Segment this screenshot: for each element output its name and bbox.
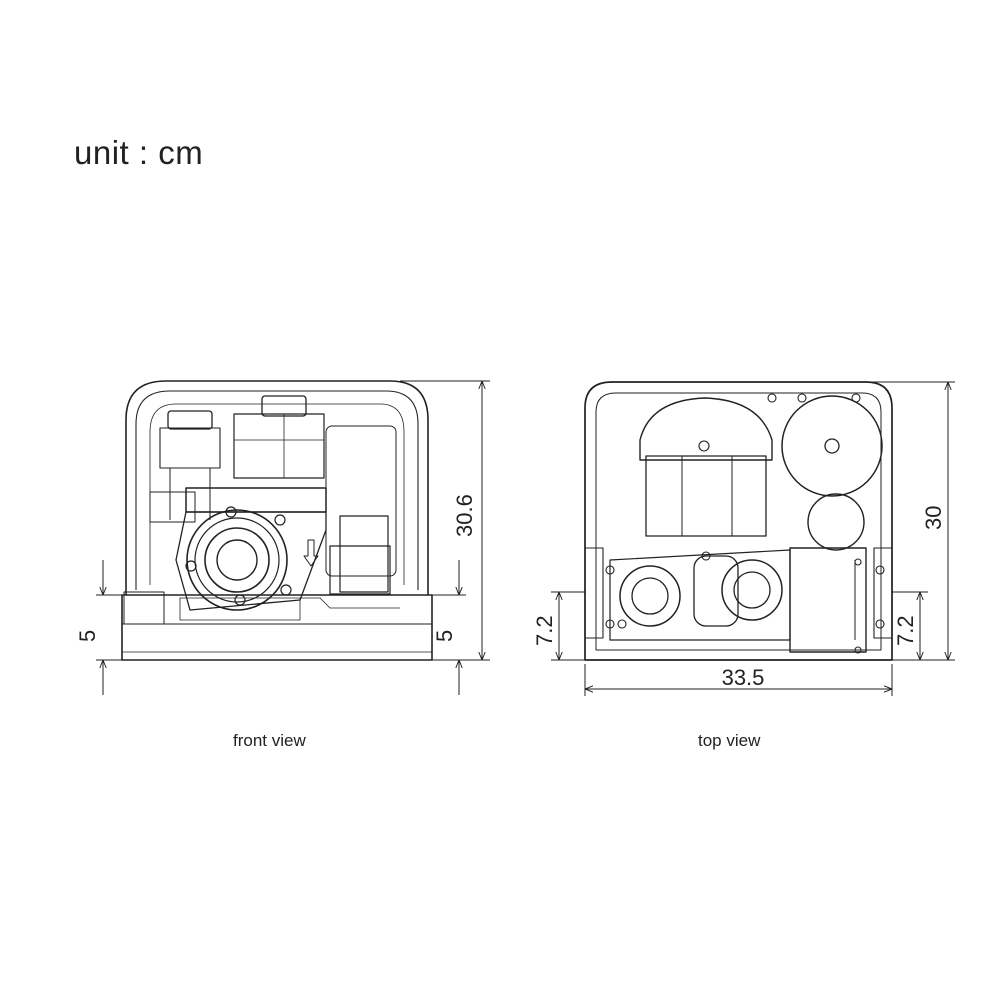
unit-label: unit : cm	[74, 134, 204, 171]
front-view-caption: front view	[233, 731, 306, 750]
top-view-caption: top view	[698, 731, 761, 750]
front-view-drawing	[121, 380, 433, 661]
front-base	[121, 594, 433, 661]
front-cover-outline	[125, 380, 429, 595]
front-right-base-label: 5	[432, 630, 457, 642]
top-dimension-lines	[551, 381, 955, 696]
front-height-label: 30.6	[452, 494, 477, 537]
top-outline	[584, 381, 893, 661]
top-depth-label: 30	[921, 506, 946, 530]
top-width-label: 33.5	[722, 665, 765, 690]
front-left-base-label: 5	[75, 630, 100, 642]
top-view-drawing	[584, 381, 893, 661]
top-left-offset-label: 7.2	[532, 615, 557, 646]
top-right-offset-label: 7.2	[893, 615, 918, 646]
front-dimension-lines	[96, 380, 490, 695]
